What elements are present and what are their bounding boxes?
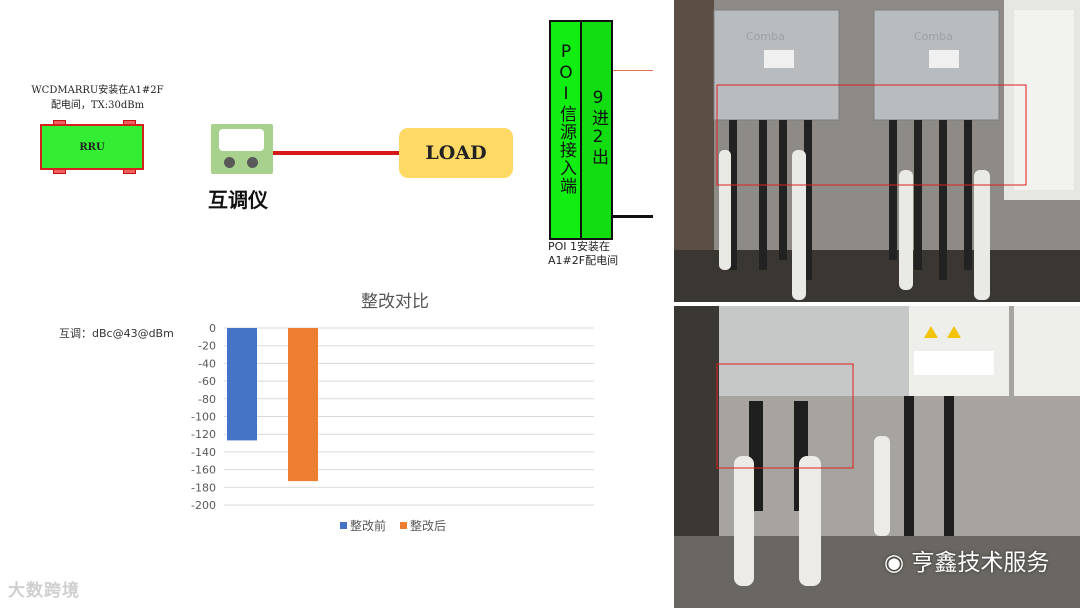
poi-caption-line1: POI 1安装在 — [548, 240, 611, 253]
bar-chart: 0 -20 -40 -60 -80 -100 -120 -140 -160 -180 -200 整改前… — [191, 322, 594, 533]
bar-1 — [227, 328, 257, 441]
y-tick-label: -20 — [198, 340, 216, 353]
y-tick-label: -100 — [191, 411, 216, 424]
load-unit: LOAD — [399, 128, 513, 178]
y-tick-label: -160 — [191, 464, 216, 477]
highlight-box — [716, 363, 854, 469]
y-tick-label: -40 — [198, 357, 216, 370]
bar-2 — [288, 328, 318, 482]
poi-column1-label: POI信源接入端 — [556, 42, 576, 195]
y-tick-label: -200 — [191, 499, 216, 512]
wechat-icon: ◉ — [884, 550, 905, 576]
pim-tester-knob — [247, 157, 258, 168]
pim-tester-screen — [219, 129, 264, 151]
chart-title: 整改对比 — [361, 292, 429, 312]
poi-column2-label: 9进2出 — [588, 88, 608, 166]
pim-tester-label: 互调仪 — [208, 188, 268, 212]
poi-output-line — [613, 70, 653, 71]
rru-caption-line1: WCDMARRU安装在A1#2F — [31, 85, 164, 96]
y-tick-label: -140 — [191, 446, 216, 459]
legend-label: 整改后 — [410, 518, 446, 533]
poi-caption: POI 1安装在 A1#2F配电间 — [548, 240, 628, 268]
y-tick-label: -180 — [191, 481, 216, 494]
poi-output-line — [613, 215, 653, 218]
pim-tester-knob — [224, 157, 235, 168]
rru-label: RRU — [79, 141, 105, 153]
y-tick-label: -80 — [198, 393, 216, 406]
connection-cable — [273, 151, 400, 155]
highlight-box — [716, 84, 1027, 186]
chart-unit-note: 互调：dBc@43@dBm — [59, 327, 174, 340]
equipment-photo-bottom — [674, 306, 1080, 608]
poi-caption-line2: A1#2F配电间 — [548, 254, 619, 267]
y-tick-label: 0 — [209, 322, 216, 335]
rru-unit: RRU — [40, 124, 144, 170]
rru-caption-line2: 配电间，TX:30dBm — [50, 100, 145, 111]
y-tick-label: -60 — [198, 375, 216, 388]
legend-swatch — [400, 522, 407, 529]
y-tick-label: -120 — [191, 428, 216, 441]
load-label: LOAD — [425, 142, 487, 164]
legend-label: 整改前 — [350, 518, 386, 533]
svg-text:Comba: Comba — [746, 30, 785, 43]
equipment-photo-top: Comba Comba — [674, 0, 1080, 302]
watermark-right-text: 亨鑫技术服务 — [911, 550, 1050, 576]
rru-caption: WCDMARRU安装在A1#2F 配电间，TX:30dBm — [20, 83, 175, 113]
svg-text:Comba: Comba — [914, 30, 953, 43]
watermark-right: ◉ 亨鑫技术服务 — [884, 543, 1049, 577]
poi-input-column — [551, 22, 582, 238]
watermark-left: 大数跨境 — [8, 581, 80, 601]
legend-swatch — [340, 522, 347, 529]
